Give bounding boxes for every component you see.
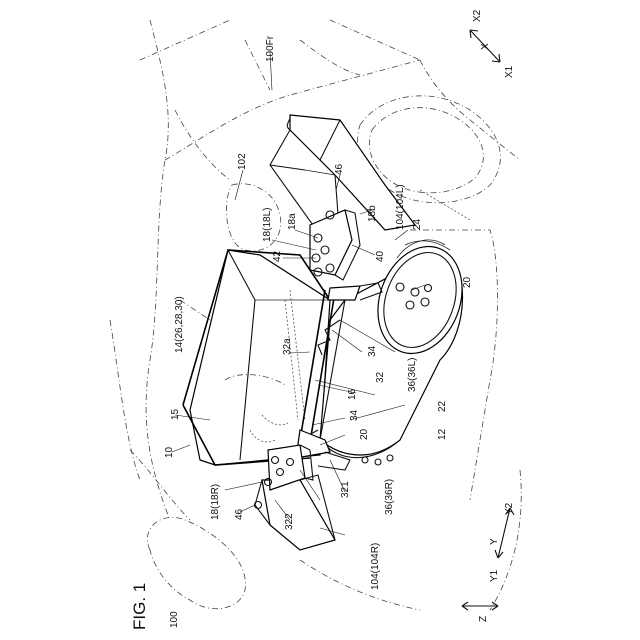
label-102: 102: [237, 153, 248, 170]
figure-title: FIG. 1: [130, 583, 149, 630]
label-20-right: 20: [462, 276, 473, 288]
label-16: 16: [347, 388, 358, 400]
label-18a: 18a: [287, 213, 298, 230]
axis-label-x2: X2: [472, 9, 483, 22]
axis-label-y: Y: [489, 538, 500, 545]
label-46-bot: 46: [234, 508, 245, 520]
label-14: 14(26,28,30): [174, 296, 185, 353]
label-32: 32: [375, 371, 386, 383]
axis-label-y2: Y2: [504, 502, 515, 515]
label-10: 10: [164, 446, 175, 458]
label-34-top: 34: [367, 345, 378, 357]
label-36l: 36(36L): [407, 358, 418, 392]
axis-label-y1: Y1: [489, 569, 500, 582]
label-20-bot: 20: [359, 428, 370, 440]
label-18r: 18(18R): [210, 484, 221, 520]
axis-label-z: Z: [478, 616, 489, 622]
label-322: 322: [284, 513, 295, 530]
label-15: 15: [170, 408, 181, 420]
label-24: 24: [412, 218, 423, 230]
label-32a: 32a: [282, 338, 293, 355]
axis-label-x1: X1: [504, 65, 515, 78]
label-12: 12: [437, 428, 448, 440]
frame-member-right: [255, 475, 335, 550]
label-18b: 18b: [367, 205, 378, 222]
label-100fr: 100Fr: [265, 35, 276, 62]
label-104r: 104(104R): [370, 543, 381, 590]
label-100: 100: [169, 611, 180, 628]
axis-z-arrows: [462, 602, 498, 610]
axis-label-x: X: [480, 43, 491, 50]
label-36r: 36(36R): [384, 479, 395, 515]
label-46-top: 46: [334, 163, 345, 175]
label-18l: 18(18L): [262, 208, 273, 242]
label-34-bot: 34: [349, 409, 360, 421]
label-104l: 104(104L): [395, 184, 406, 230]
label-321: 321: [340, 481, 351, 498]
label-40: 40: [375, 250, 386, 262]
label-22: 22: [437, 400, 448, 412]
label-42: 42: [272, 250, 283, 262]
tank: [320, 235, 476, 465]
